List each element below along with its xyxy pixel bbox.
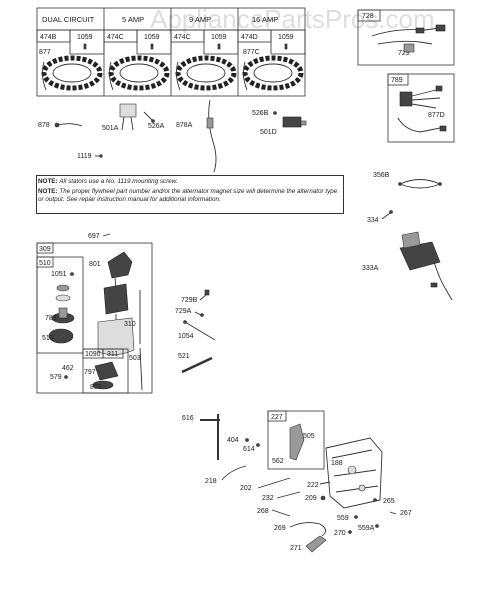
- label-877: 877: [39, 49, 51, 56]
- label-1059-b: 1059: [144, 34, 160, 41]
- note-1: NOTE: All stators use a No. 1119 mountin…: [38, 178, 338, 186]
- label-562: 562: [272, 458, 284, 465]
- label-1054: 1054: [178, 333, 194, 340]
- label-232: 232: [262, 495, 274, 502]
- label-311: 311: [107, 351, 118, 358]
- header-5-amp: 5 AMP: [122, 15, 144, 24]
- label-878: 878: [38, 122, 50, 129]
- harness-box-728: 728 729: [357, 9, 455, 66]
- label-1059-d: 1059: [278, 34, 294, 41]
- label-501D: 501D: [260, 129, 277, 136]
- label-310: 310: [124, 321, 136, 328]
- label-474B: 474B: [40, 34, 57, 41]
- label-510: 510: [39, 260, 51, 267]
- ignition-parts: 356B 334 333A: [362, 172, 453, 301]
- label-559: 559: [337, 515, 349, 522]
- label-333A: 333A: [362, 265, 379, 272]
- label-474C: 474C: [107, 34, 124, 41]
- label-227: 227: [271, 414, 283, 421]
- note-2-label: NOTE:: [38, 188, 58, 195]
- stator-group: DUAL CIRCUIT 5 AMP 9 AMP 16 AMP 474B 105…: [36, 7, 306, 97]
- cable-parts: 729B 729A 1054 521: [175, 289, 216, 374]
- rectifier-row: 878 501A 526A 878A 526B 501D 1119: [38, 99, 307, 173]
- label-526A: 526A: [148, 123, 165, 130]
- note-1-label: NOTE:: [38, 178, 58, 185]
- label-559A: 559A: [358, 525, 375, 532]
- label-579: 579: [50, 374, 62, 381]
- label-521: 521: [178, 353, 190, 360]
- label-729A: 729A: [175, 308, 192, 315]
- label-729: 729: [398, 50, 410, 57]
- label-1090: 1090: [85, 351, 101, 358]
- label-265: 265: [383, 498, 395, 505]
- label-356B: 356B: [373, 172, 390, 179]
- label-877C: 877C: [243, 49, 260, 56]
- label-614: 614: [243, 446, 255, 453]
- label-697: 697: [88, 233, 100, 240]
- label-209: 209: [305, 495, 317, 502]
- header-9-amp: 9 AMP: [189, 15, 211, 24]
- label-526B: 526B: [252, 110, 269, 117]
- label-474C-b: 474C: [174, 34, 191, 41]
- label-404: 404: [227, 437, 239, 444]
- note-2: NOTE: The proper flywheel part number an…: [38, 188, 338, 204]
- label-474D: 474D: [241, 34, 258, 41]
- label-878A: 878A: [176, 122, 193, 129]
- label-877D: 877D: [428, 112, 445, 119]
- note-1-text: All stators use a No. 1119 mounting scre…: [59, 178, 178, 185]
- label-267: 267: [400, 510, 412, 517]
- label-334: 334: [367, 217, 379, 224]
- label-309: 309: [39, 246, 51, 253]
- label-501A: 501A: [102, 125, 119, 132]
- label-202: 202: [240, 485, 252, 492]
- header-dual-circuit: DUAL CIRCUIT: [42, 15, 95, 24]
- label-1059-a: 1059: [77, 34, 93, 41]
- label-1051: 1051: [51, 271, 67, 278]
- governor-parts: 616 404 614 227 505 562 188 222 209 265 …: [182, 410, 412, 553]
- label-271: 271: [290, 545, 302, 552]
- label-729B: 729B: [181, 297, 198, 304]
- stator-ring-5-amp: [108, 55, 170, 91]
- label-801: 801: [89, 261, 101, 268]
- stator-ring-16-amp: [242, 55, 304, 91]
- label-218: 218: [205, 478, 217, 485]
- label-505: 505: [303, 433, 315, 440]
- header-16-amp: 16 AMP: [252, 15, 278, 24]
- note-2-text: The proper flywheel part number and/or t…: [38, 188, 338, 203]
- label-616: 616: [182, 415, 194, 422]
- notes-box: [36, 175, 344, 214]
- starter-assembly: 697 309 510 1051 783 513 801 310 1090 31…: [36, 233, 153, 394]
- label-728: 728: [362, 13, 374, 20]
- stator-ring-dual: [41, 55, 103, 91]
- label-802: 802: [90, 384, 102, 391]
- watermark: AppliancePartsPros.com: [150, 4, 435, 34]
- stator-ring-9-amp: [175, 55, 237, 91]
- label-268: 268: [257, 508, 269, 515]
- label-1119: 1119: [77, 153, 92, 160]
- label-269: 269: [274, 525, 286, 532]
- label-222: 222: [307, 482, 319, 489]
- label-1059-c: 1059: [211, 34, 227, 41]
- harness-box-789: 789 877D: [387, 73, 455, 143]
- label-188: 188: [331, 460, 343, 467]
- label-797: 797: [84, 369, 96, 376]
- label-503: 503: [129, 355, 141, 362]
- label-462: 462: [62, 365, 74, 372]
- label-270: 270: [334, 530, 346, 537]
- label-783: 783: [45, 315, 57, 322]
- label-789: 789: [391, 77, 403, 84]
- label-513: 513: [42, 335, 54, 342]
